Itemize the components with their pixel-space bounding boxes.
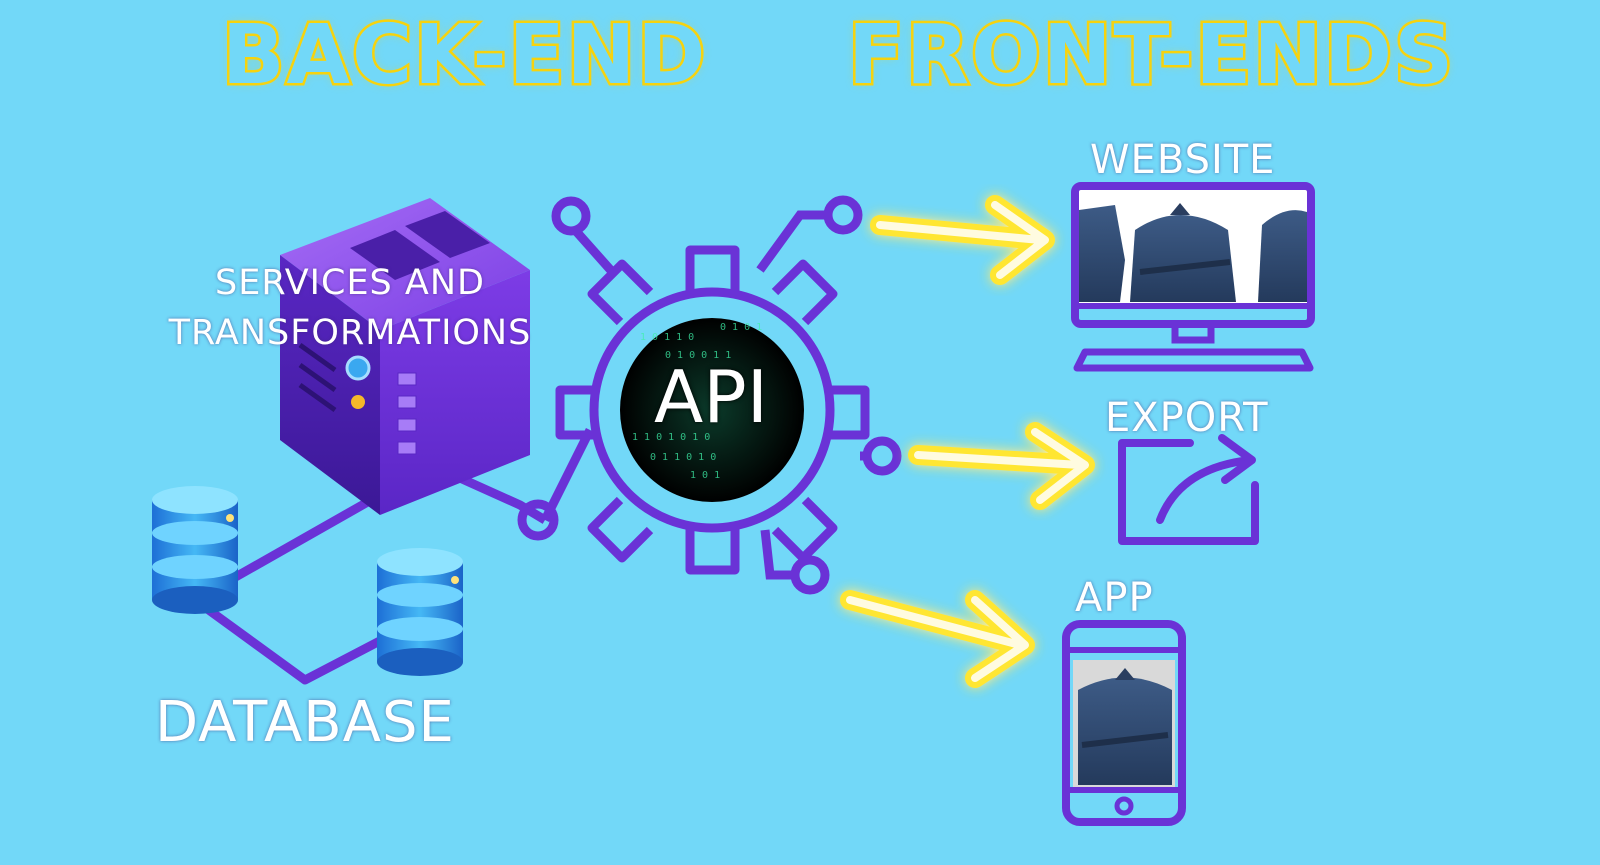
api-label: API: [654, 355, 768, 439]
monitor-icon: [1071, 182, 1315, 372]
smartphone-icon: [1062, 620, 1186, 826]
database-label: DATABASE: [155, 690, 455, 755]
website-label: WEBSITE: [1090, 137, 1276, 183]
connector-node: [517, 499, 559, 541]
server-icon: [280, 198, 530, 515]
svg-text:0 1 1 0 1 0: 0 1 1 0 1 0: [650, 452, 716, 463]
export-label: EXPORT: [1105, 395, 1269, 441]
arrow-to-website: [870, 195, 1055, 285]
arrow-to-export: [908, 422, 1095, 510]
api-core: [620, 318, 804, 502]
front-ends-heading: FRONT-ENDS: [845, 6, 1456, 106]
database-icon: [152, 486, 463, 676]
svg-text:0 1 0 1: 0 1 0 1: [720, 322, 762, 333]
arrow-to-app: [840, 590, 1035, 688]
services-label-text: SERVICES AND TRANSFORMATIONS: [168, 263, 532, 353]
svg-text:1 0 1 1 0: 1 0 1 1 0: [640, 332, 694, 343]
api-leads: [551, 195, 902, 595]
svg-text:0 1 0 0 1 1: 0 1 0 0 1 1: [665, 350, 731, 361]
export-icon: [1118, 434, 1259, 545]
people-photo: [1079, 203, 1307, 302]
code-rain: 1 0 1 1 0 0 1 0 0 1 1 1 1 0 1 0 1 0 0 1 …: [632, 322, 762, 481]
svg-text:1 1 0 1 0 1 0: 1 1 0 1 0 1 0: [632, 432, 710, 443]
back-end-heading: BACK-END: [219, 6, 708, 106]
svg-text:1 0 1: 1 0 1: [690, 470, 720, 481]
gear-icon: [555, 245, 870, 575]
app-label: APP: [1075, 575, 1154, 621]
services-label: SERVICES AND TRANSFORMATIONS: [145, 258, 555, 358]
